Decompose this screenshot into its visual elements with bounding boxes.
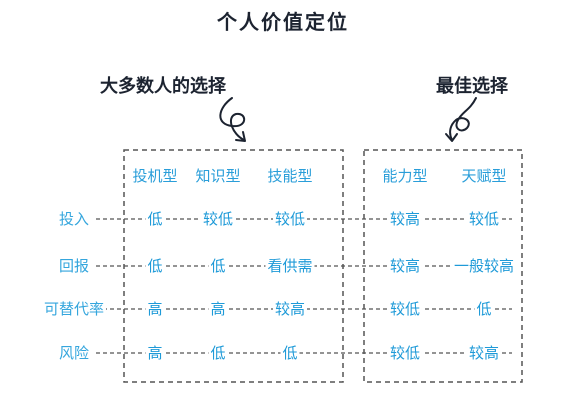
row-label: 回报 [56, 257, 92, 275]
column-header: 技能型 [265, 167, 315, 185]
grid-cell: 较高 [272, 300, 308, 318]
column-header: 天赋型 [459, 167, 509, 185]
best-group-box [363, 149, 523, 383]
grid-cell: 较低 [387, 344, 423, 362]
row-label: 风险 [56, 344, 92, 362]
callout-best: 最佳选择 [436, 76, 508, 97]
grid-cell: 高 [145, 344, 165, 362]
grid-cell: 高 [208, 300, 228, 318]
grid-cell: 低 [145, 210, 165, 228]
grid-cell: 低 [280, 344, 300, 362]
best-curly-arrow [449, 97, 477, 141]
grid-cell: 一般较高 [451, 257, 517, 275]
majority-arrow-head [235, 131, 246, 142]
grid-cell: 高 [145, 300, 165, 318]
grid-cell: 低 [208, 344, 228, 362]
grid-cell: 较低 [387, 300, 423, 318]
column-header: 知识型 [193, 167, 243, 185]
grid-cell: 较高 [466, 344, 502, 362]
row-label: 可替代率 [41, 300, 107, 318]
page-title: 个人价值定位 [217, 10, 349, 34]
grid-cell: 低 [208, 257, 228, 275]
grid-cell: 低 [474, 300, 494, 318]
grid-cell: 看供需 [265, 257, 315, 275]
row-connectors [96, 218, 512, 354]
grid-cell: 较低 [272, 210, 308, 228]
column-header: 投机型 [130, 167, 180, 185]
best-arrow-head [445, 133, 458, 142]
grid-cell: 较低 [200, 210, 236, 228]
grid-cell: 较高 [387, 210, 423, 228]
majority-curly-arrow [219, 97, 246, 141]
callout-majority: 大多数人的选择 [100, 76, 226, 97]
grid-cell: 较低 [466, 210, 502, 228]
row-label: 投入 [56, 210, 92, 228]
grid-cell: 低 [145, 257, 165, 275]
column-header: 能力型 [380, 167, 430, 185]
grid-cell: 较高 [387, 257, 423, 275]
